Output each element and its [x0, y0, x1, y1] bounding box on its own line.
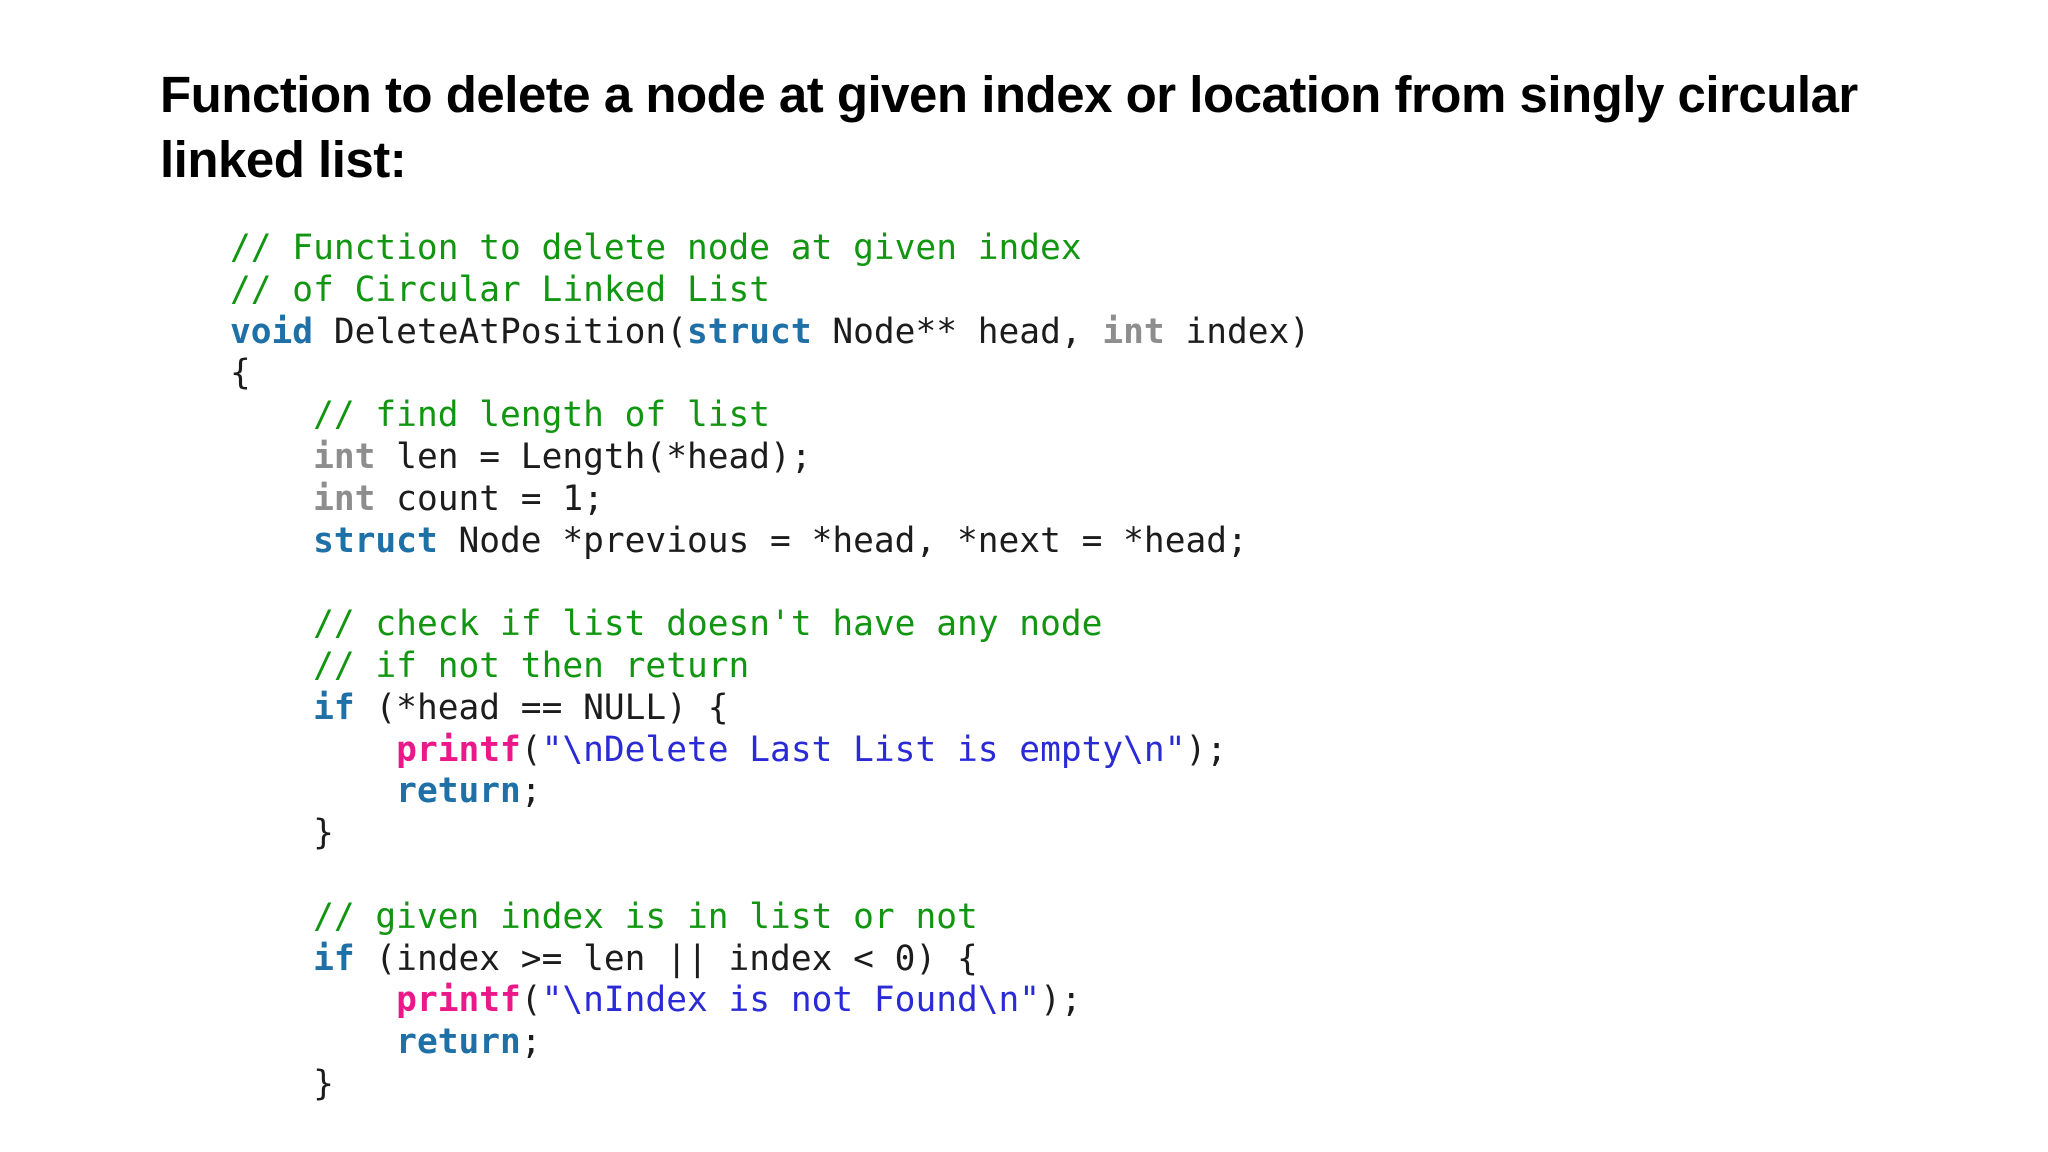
code-line: printf("\nDelete Last List is empty\n"); [230, 730, 1310, 772]
code-line: } [230, 1064, 1310, 1106]
code-token-plain: ; [520, 1022, 542, 1063]
code-line: // Function to delete node at given inde… [230, 228, 1310, 270]
code-token-plain: ); [1185, 729, 1228, 770]
code-token-plain: len = Length(*head); [375, 436, 812, 477]
code-token-plain: ( [520, 980, 542, 1021]
code-token-plain: { [230, 353, 251, 394]
code-token-plain [230, 980, 396, 1020]
code-line: if (*head == NULL) { [230, 688, 1310, 730]
code-token-builtin: printf [396, 980, 521, 1021]
code-line: int len = Length(*head); [230, 437, 1310, 479]
code-token-string: "\nDelete Last List is empty\n" [541, 729, 1186, 770]
code-line: int count = 1; [230, 479, 1310, 521]
code-token-plain: Node** head, [811, 311, 1103, 352]
code-line: struct Node *previous = *head, *next = *… [230, 521, 1310, 563]
page-title-line-1: Function to delete a node at given index… [160, 66, 1858, 123]
code-line: // find length of list [230, 395, 1310, 437]
code-token-plain [230, 437, 313, 477]
code-token-keyword: if [313, 938, 355, 979]
code-token-comment: // of Circular Linked List [230, 269, 771, 310]
code-line: printf("\nIndex is not Found\n"); [230, 980, 1310, 1022]
code-token-keyword: return [396, 1022, 521, 1063]
code-token-plain [230, 771, 396, 811]
code-token-plain [230, 646, 313, 686]
code-token-plain: (*head == NULL) { [354, 687, 729, 728]
code-token-plain: ( [520, 729, 542, 770]
code-token-keyword: struct [686, 311, 812, 352]
code-token-comment: // check if list doesn't have any node [313, 604, 1103, 645]
code-token-plain: index) [1164, 311, 1311, 352]
code-line: // given index is in list or not [230, 897, 1310, 939]
code-token-type: int [1102, 311, 1165, 352]
code-token-plain [230, 1022, 396, 1062]
code-line: { [230, 353, 1310, 395]
code-token-plain: } [230, 1063, 334, 1104]
code-line: return; [230, 1022, 1310, 1064]
code-line: // of Circular Linked List [230, 270, 1310, 312]
code-token-builtin: printf [396, 729, 521, 770]
code-token-comment: // Function to delete node at given inde… [230, 228, 1082, 268]
code-token-plain: (index >= len || index < 0) { [354, 938, 978, 979]
code-token-plain [230, 730, 396, 770]
code-token-plain [230, 688, 313, 728]
code-token-plain: Node *previous = *head, *next = *head; [437, 520, 1248, 561]
code-token-plain [230, 479, 313, 519]
code-token-comment: // given index is in list or not [313, 896, 978, 937]
code-line: // check if list doesn't have any node [230, 604, 1310, 646]
code-token-comment: // find length of list [313, 395, 771, 436]
code-token-type: int [313, 436, 376, 477]
page-title-line-2: linked list: [160, 131, 407, 188]
code-token-plain [230, 521, 313, 561]
code-token-plain: ); [1040, 980, 1082, 1021]
code-line: return; [230, 771, 1310, 813]
code-token-plain [230, 604, 313, 644]
code-line: // if not then return [230, 646, 1310, 688]
code-token-plain [230, 939, 313, 979]
code-token-keyword: return [396, 771, 521, 812]
code-token-type: int [313, 478, 376, 519]
code-token-keyword: void [230, 311, 314, 352]
code-token-comment: // if not then return [313, 645, 750, 686]
code-token-plain: count = 1; [375, 478, 604, 519]
code-token-keyword: if [313, 687, 355, 728]
code-line [230, 562, 1310, 604]
code-line: void DeleteAtPosition(struct Node** head… [230, 312, 1310, 354]
code-line [230, 855, 1310, 897]
code-block: // Function to delete node at given inde… [230, 228, 1310, 1106]
code-token-plain: } [230, 813, 334, 854]
code-token-plain [230, 897, 313, 937]
code-token-plain: ; [520, 771, 542, 812]
code-line: if (index >= len || index < 0) { [230, 939, 1310, 981]
page-title: Function to delete a node at given index… [160, 62, 1858, 192]
code-token-plain: DeleteAtPosition( [313, 311, 687, 352]
code-token-keyword: struct [313, 520, 438, 561]
code-token-string: "\nIndex is not Found\n" [541, 980, 1041, 1021]
code-token-plain [230, 395, 313, 435]
code-line: } [230, 813, 1310, 855]
